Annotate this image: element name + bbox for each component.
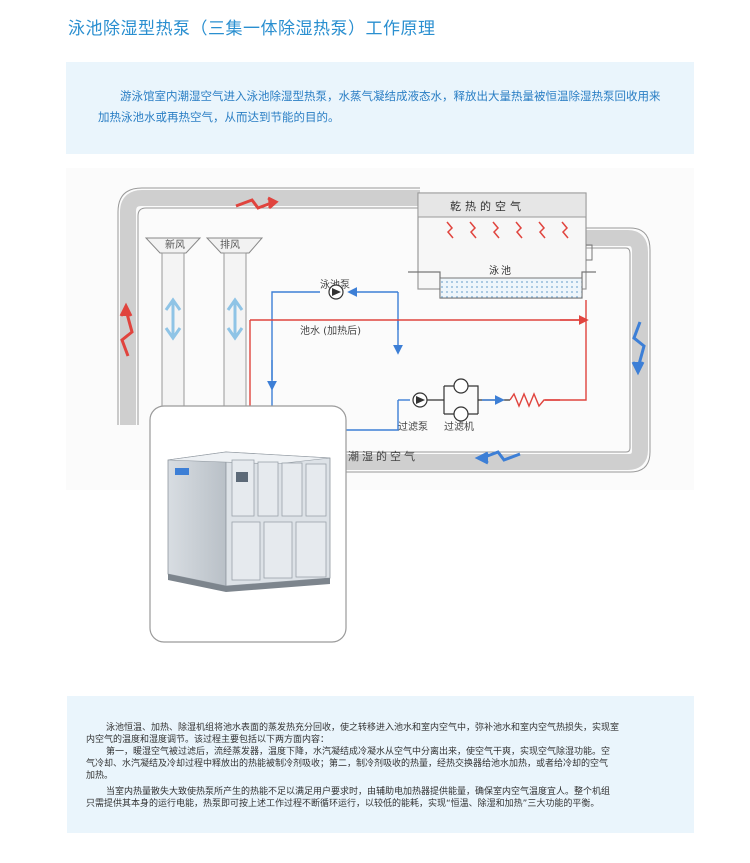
humid-air-label: 潮湿的空气 [348,449,418,463]
filter-pump-label: 过滤泵 [398,420,428,433]
description-line: 只需提供其本身的运行电能，热泵即可按上述工作过程不断循环运行，以较低的能耗，实现… [86,799,600,809]
description-line: 内空气的温度和湿度调节。该过程主要包括以下两方面内容： [86,735,330,745]
filter-label: 过滤机 [444,420,474,433]
description-panel: 泳池恒温、加热、除湿机组将池水表面的蒸发热充分回收，使之转移进入池水和室内空气中… [67,696,694,833]
pump-icon [328,284,344,300]
working-principle-diagram: 新风 排风 乾热的空气 [66,168,694,643]
description-line: 第一，暖湿空气被过滤后，流经蒸发器，温度下降，水汽凝结成冷凝水从空气中分离出来，… [106,747,611,757]
exhaust-air-label: 排风 [220,238,240,251]
exhaust-duct: 排风 [205,237,264,424]
description-line: 加热。 [86,771,114,781]
page-title: 泳池除湿型热泵（三集一体除湿热泵）工作原理 [68,19,436,39]
pool-label: 泳池 [489,264,513,277]
heater-coil-icon [482,392,560,408]
pool-water-heated-label: 池水 (加热后) [300,324,361,337]
description-line: 当室内热量散失大致使热泵所产生的热能不足以满足用户要求时，由辅助电加热器提供能量… [106,787,611,797]
filter-pump-icon [412,392,428,408]
humid-air-arrow-right [631,321,646,376]
air-duct [120,190,648,470]
hot-air-arrow-top [235,196,279,210]
description-line: 气冷却、水汽凝结及冷却过程中释放出的热能被制冷剂吸收；第二，制冷剂吸收的热量，经… [86,759,609,769]
exhaust-air-flow-icon [226,297,244,341]
fresh-air-flow-icon [164,297,182,341]
dry-hot-air-label: 乾热的空气 [450,199,525,213]
fresh-air-label: 新风 [165,238,185,251]
hot-air-arrow-left [119,302,134,357]
intro-panel: 游泳馆室内潮湿空气进入泳池除湿型热泵，水蒸气凝结成液态水，释放出大量热量被恒温除… [66,62,694,154]
description-line: 泳池恒温、加热、除湿机组将池水表面的蒸发热充分回收，使之转移进入池水和室内空气中… [106,723,620,733]
heat-wave-icon [446,221,569,239]
intro-text: 游泳馆室内潮湿空气进入泳池除湿型热泵，水蒸气凝结成液态水，释放出大量热量被恒温除… [98,89,661,124]
humid-air-arrow-bottom [474,450,521,465]
dehumidifier-unit-image [149,405,347,643]
pool-room: 乾热的空气 泳池 [408,192,596,299]
